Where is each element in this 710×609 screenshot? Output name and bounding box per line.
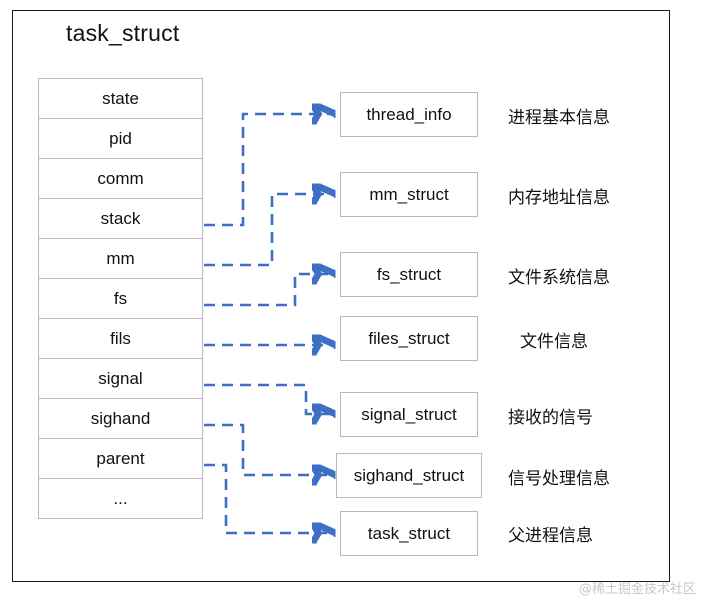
struct-box-signal-struct: signal_struct <box>340 392 478 437</box>
field-row-signal: signal <box>39 359 202 399</box>
field-row-parent: parent <box>39 439 202 479</box>
note-fs-struct: 文件系统信息 <box>508 268 610 288</box>
watermark: @稀土掘金技术社区 <box>578 582 696 597</box>
task-struct-field-table: state pid comm stack mm fs fils signal s… <box>38 78 203 519</box>
note-thread-info: 进程基本信息 <box>508 108 610 128</box>
field-row-pid: pid <box>39 119 202 159</box>
field-row-stack: stack <box>39 199 202 239</box>
note-signal-struct: 接收的信号 <box>508 408 593 428</box>
note-task-struct: 父进程信息 <box>508 526 593 546</box>
struct-box-task-struct: task_struct <box>340 511 478 556</box>
field-row-sighand: sighand <box>39 399 202 439</box>
note-mm-struct: 内存地址信息 <box>508 188 610 208</box>
struct-box-fs-struct: fs_struct <box>340 252 478 297</box>
note-sighand-struct: 信号处理信息 <box>508 469 610 489</box>
field-row-fils: fils <box>39 319 202 359</box>
field-row-state: state <box>39 79 202 119</box>
field-row-mm: mm <box>39 239 202 279</box>
field-row-ellipsis: ... <box>39 479 202 519</box>
struct-box-sighand-struct: sighand_struct <box>336 453 482 498</box>
note-files-struct: 文件信息 <box>520 332 588 352</box>
field-row-comm: comm <box>39 159 202 199</box>
page-title: task_struct <box>66 20 180 46</box>
struct-box-mm-struct: mm_struct <box>340 172 478 217</box>
struct-box-files-struct: files_struct <box>340 316 478 361</box>
field-row-fs: fs <box>39 279 202 319</box>
struct-box-thread-info: thread_info <box>340 92 478 137</box>
